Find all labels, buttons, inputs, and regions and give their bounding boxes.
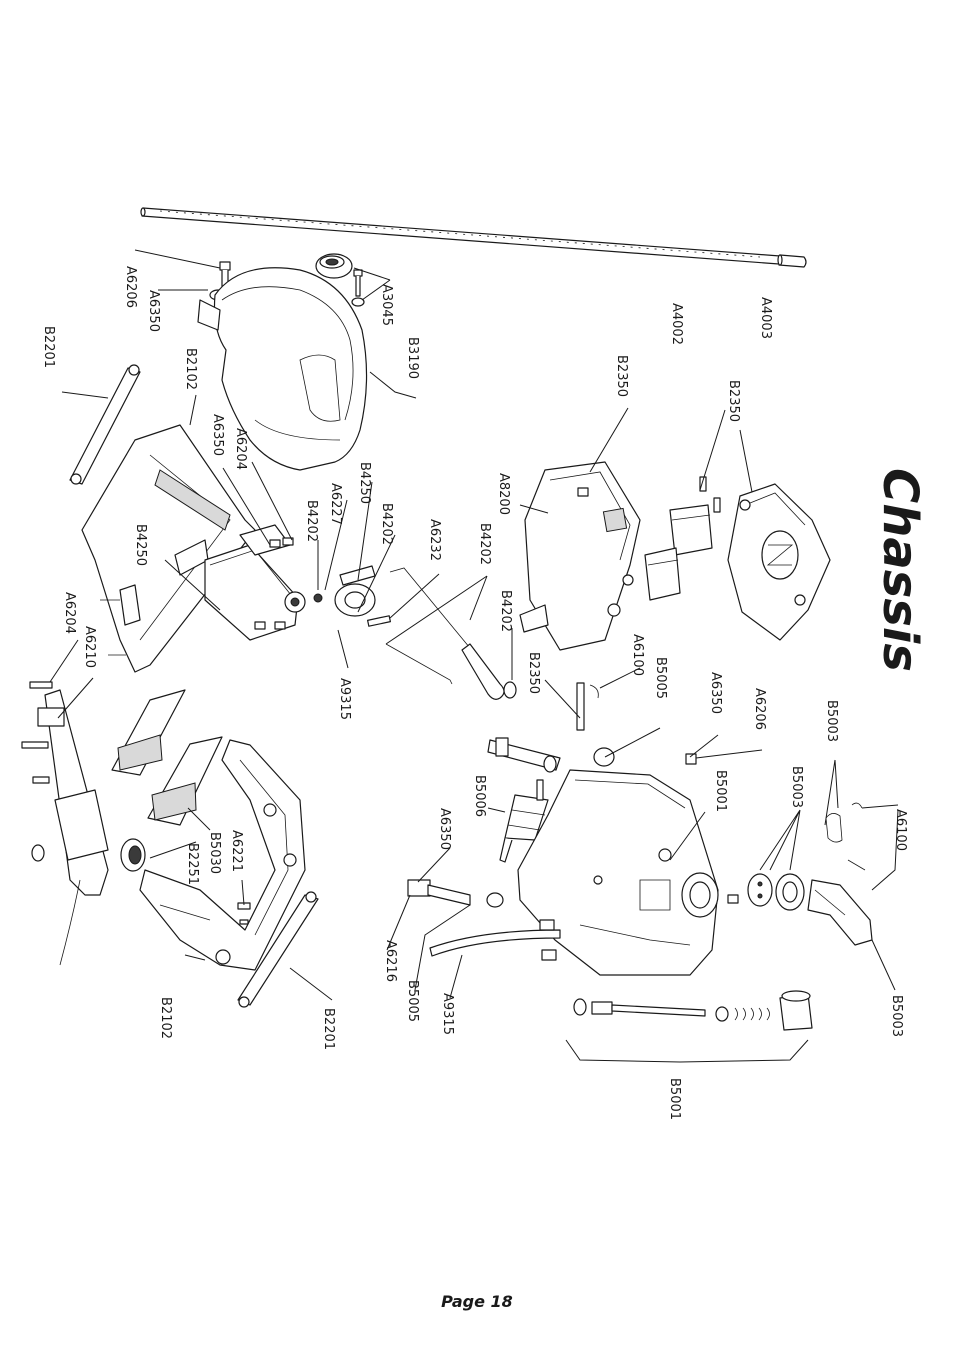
label-a3045: A3045 xyxy=(379,284,394,326)
mount-blocks xyxy=(111,689,223,826)
label-a6350-low: A6350 xyxy=(437,808,452,850)
rear-brace-top xyxy=(69,364,141,485)
throttle-linkage xyxy=(367,567,517,700)
page-title: Chassis xyxy=(872,468,928,672)
parts-drawing xyxy=(21,207,873,1031)
fuel-tank-grommet xyxy=(120,838,146,872)
label-a6210: A6210 xyxy=(82,626,97,668)
label-a4002: A4002 xyxy=(669,303,684,345)
label-b5003-b: B5003 xyxy=(789,766,804,808)
label-b5001-a: B5001 xyxy=(713,770,728,812)
grommet xyxy=(315,253,353,279)
rear-brace-low xyxy=(237,891,319,1008)
label-a6206-r: A6206 xyxy=(752,688,767,730)
label-a6350-mid: A6350 xyxy=(210,414,225,456)
label-b5030: B5030 xyxy=(207,832,222,874)
label-b5003-c: B5003 xyxy=(889,995,904,1037)
radio-bucket xyxy=(197,267,368,471)
label-b2251: B2251 xyxy=(185,843,200,885)
plate-screws xyxy=(237,902,251,925)
label-b5001-b: B5001 xyxy=(667,1078,682,1120)
label-a6204-mid: A6204 xyxy=(233,428,248,470)
fuel-cap-grommet xyxy=(593,747,615,767)
box-pin xyxy=(576,682,599,731)
fuel-tank-screw xyxy=(685,753,697,765)
label-b2102-top: B2102 xyxy=(183,348,198,390)
fuel-fitting-top xyxy=(487,737,561,773)
label-a6221: A6221 xyxy=(229,830,244,872)
label-b4202-c: B4202 xyxy=(477,523,492,565)
leader-lines xyxy=(49,249,899,1063)
switch-blocks xyxy=(644,476,721,601)
label-a8200: A8200 xyxy=(496,473,511,515)
label-b2350-c: B2350 xyxy=(526,652,541,694)
label-b4250-a: B4250 xyxy=(357,462,372,504)
label-a6350-top: A6350 xyxy=(146,290,161,332)
label-a6100-a: A6100 xyxy=(630,634,645,676)
servo-saver xyxy=(313,565,376,617)
fuel-tube xyxy=(429,929,561,957)
fuel-cap-parts xyxy=(727,802,873,946)
label-b5003-a: B5003 xyxy=(824,700,839,742)
receiver-box xyxy=(519,461,641,651)
label-a6206-top: A6206 xyxy=(123,266,138,308)
label-a6204-left: A6204 xyxy=(62,592,77,634)
antenna-cap xyxy=(777,254,807,268)
antenna-tube xyxy=(140,207,781,265)
label-b5005-a: B5005 xyxy=(653,657,668,699)
label-a6350-r: A6350 xyxy=(708,672,723,714)
lower-chassis-plate xyxy=(21,681,109,966)
fuel-clunk-assembly xyxy=(573,990,813,1031)
label-a6216: A6216 xyxy=(383,940,398,982)
fuel-filter xyxy=(499,779,549,863)
label-a6227: A6227 xyxy=(328,483,343,525)
label-a9315-b: A9315 xyxy=(440,993,455,1035)
label-b4202-d: B4202 xyxy=(498,590,513,632)
fuel-fittings-low xyxy=(407,879,557,961)
label-b5005-b: B5005 xyxy=(405,980,420,1022)
label-b2350-a: B2350 xyxy=(614,355,629,397)
label-b4202-a: B4202 xyxy=(304,500,319,542)
part-labels: A6206 A6350 A3045 B3190 A4002 A4003 B220… xyxy=(41,266,908,1120)
label-b2201-low: B2201 xyxy=(321,1008,336,1050)
fuel-tank xyxy=(517,769,719,976)
receiver-box-lid xyxy=(727,483,831,641)
label-b2102-low: B2102 xyxy=(158,997,173,1039)
label-b5006: B5006 xyxy=(472,775,487,817)
left-side-plate xyxy=(81,424,256,673)
label-b4202-b: B4202 xyxy=(379,503,394,545)
label-b4250-b: B4250 xyxy=(133,524,148,566)
label-b2350-b: B2350 xyxy=(726,380,741,422)
page-number: Page 18 xyxy=(441,1292,513,1311)
label-a6100-b: A6100 xyxy=(893,809,908,851)
label-b2201-top: B2201 xyxy=(41,326,56,368)
servo xyxy=(204,524,306,641)
label-b3190: B3190 xyxy=(405,337,420,379)
label-a9315-a: A9315 xyxy=(337,678,352,720)
label-a4003: A4003 xyxy=(758,297,773,339)
right-side-plate xyxy=(139,739,306,971)
label-a6232: A6232 xyxy=(427,519,442,561)
